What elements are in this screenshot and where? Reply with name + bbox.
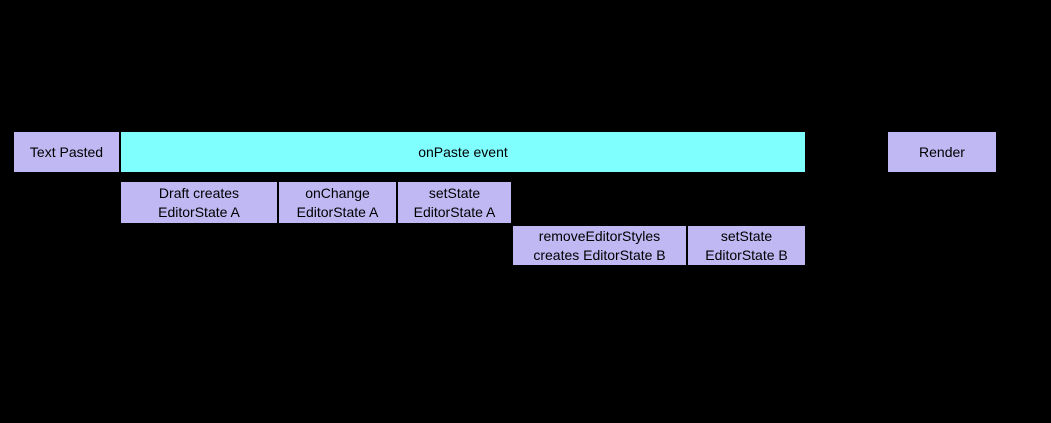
onchange-line2: EditorState A	[296, 203, 379, 220]
setstate-b-line1: setState	[720, 227, 773, 244]
setstate-editorstate-a-box: setState EditorState A	[397, 181, 512, 224]
render-label: Render	[919, 143, 965, 160]
setstate-a-line2: EditorState A	[413, 203, 496, 220]
remove-editor-styles-box: removeEditorStyles creates EditorState B	[512, 225, 687, 266]
draft-creates-line1: Draft creates	[158, 184, 240, 201]
draft-creates-editorstate-a-box: Draft creates EditorState A	[120, 181, 278, 224]
draft-creates-line2: EditorState A	[158, 203, 240, 220]
remove-styles-line1: removeEditorStyles	[538, 227, 661, 244]
text-pasted-box: Text Pasted	[13, 131, 120, 173]
onchange-line1: onChange	[305, 184, 370, 201]
setstate-a-line1: setState	[428, 184, 481, 201]
remove-styles-line2: creates EditorState B	[533, 246, 666, 263]
setstate-editorstate-b-box: setState EditorState B	[687, 225, 806, 266]
onchange-editorstate-a-box: onChange EditorState A	[278, 181, 397, 224]
onpaste-event-label: onPaste event	[418, 143, 508, 160]
onpaste-event-bar: onPaste event	[120, 131, 806, 173]
setstate-b-line2: EditorState B	[705, 246, 788, 263]
render-box: Render	[887, 131, 997, 173]
text-pasted-label: Text Pasted	[29, 143, 104, 160]
